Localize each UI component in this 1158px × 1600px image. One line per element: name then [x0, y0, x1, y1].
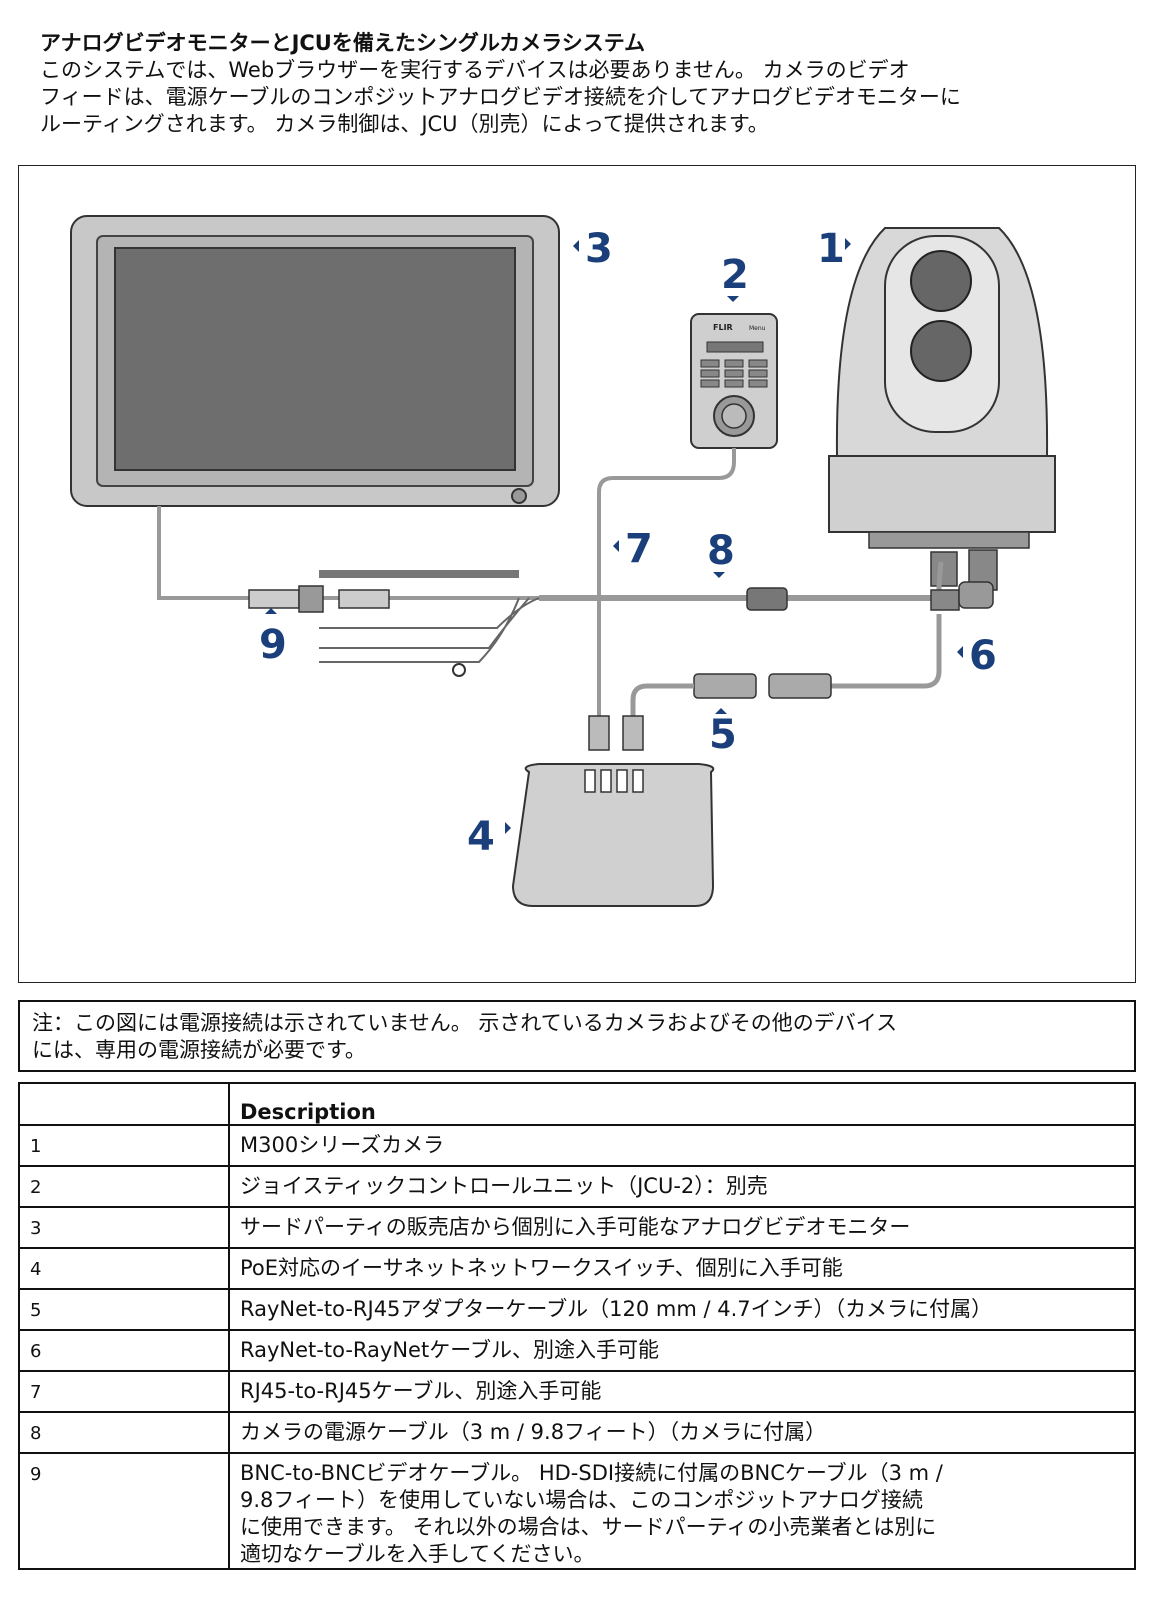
callout-3: 3: [585, 226, 613, 272]
page-title: アナログビデオモニターとJCUを備えたシングルカメラシステム: [40, 31, 646, 55]
raynet-to-rj45-adapter: [630, 673, 757, 716]
row-description-line: 適切なケーブルを入手してください。: [240, 1542, 595, 1566]
intro: アナログビデオモニターとJCUを備えたシングルカメラシステム このシステムでは、…: [40, 30, 1130, 138]
row-description: RayNet-to-RayNetケーブル、別途入手可能: [228, 1329, 1136, 1372]
callout-6: 6: [969, 633, 997, 679]
jcu-brand-label: FLIR: [713, 323, 733, 332]
note-line: 注：この図には電源接続は示されていません。 示されているカメラおよびその他のデバ…: [32, 1011, 898, 1035]
diagram-drawing: FLIR Menu: [70, 215, 1056, 907]
table-row: 3 サードパーティの販売店から個別に入手可能なアナログビデオモニター: [18, 1206, 1136, 1249]
table-row: 5 RayNet-to-RJ45アダプターケーブル（120 mm / 4.7イン…: [18, 1288, 1136, 1331]
camera-power-cable: [319, 561, 994, 677]
table-row: 2 ジョイスティックコントロールユニット（JCU-2）：別売: [18, 1165, 1136, 1208]
row-description: カメラの電源ケーブル（3 m / 9.8フィート）（カメラに付属）: [228, 1411, 1136, 1454]
callout-arrows: [265, 238, 963, 834]
raynet-cable: [768, 614, 942, 699]
callout-4: 4: [467, 814, 495, 860]
m300-camera: [828, 227, 1056, 591]
intro-line: フィードは、電源ケーブルのコンポジットアナログビデオ接続を介してアナログビデオモ…: [40, 85, 961, 109]
callout-7: 7: [625, 526, 653, 572]
table-row: 7 RJ45-to-RJ45ケーブル、別途入手可能: [18, 1370, 1136, 1413]
table-row: 1 M300シリーズカメラ: [18, 1124, 1136, 1167]
row-description: RJ45-to-RJ45ケーブル、別途入手可能: [228, 1370, 1136, 1413]
row-description-line: に使用できます。 それ以外の場合は、サードパーティの小売業者とは別に: [240, 1515, 937, 1539]
row-description: RayNet-to-RJ45アダプターケーブル（120 mm / 4.7インチ）…: [228, 1288, 1136, 1331]
table-row: 9 BNC-to-BNCビデオケーブル。 HD-SDI接続に付属のBNCケーブル…: [18, 1452, 1136, 1570]
row-number: 1: [18, 1124, 230, 1167]
analog-video-monitor: [70, 215, 560, 600]
row-number: 2: [18, 1165, 230, 1208]
system-diagram: FLIR Menu: [18, 165, 1136, 983]
callout-8: 8: [707, 528, 735, 574]
row-description-line: 9.8フィート）を使用していない場合は、このコンポジットアナログ接続: [240, 1488, 923, 1512]
callout-labels: 1 2 3 4 5 6 7 8 9: [259, 226, 997, 860]
row-number: 5: [18, 1288, 230, 1331]
row-description: PoE対応のイーサネットネットワークスイッチ、個別に入手可能: [228, 1247, 1136, 1290]
callout-9: 9: [259, 622, 287, 668]
table-row: 6 RayNet-to-RayNetケーブル、別途入手可能: [18, 1329, 1136, 1372]
note-line: には、専用の電源接続が必要です。: [32, 1038, 366, 1062]
poe-network-switch: [511, 715, 715, 907]
row-number: 7: [18, 1370, 230, 1413]
header-num: [18, 1082, 230, 1126]
row-number: 8: [18, 1411, 230, 1454]
row-description: M300シリーズカメラ: [228, 1124, 1136, 1167]
power-note: 注：この図には電源接続は示されていません。 示されているカメラおよびその他のデバ…: [18, 1000, 1136, 1072]
row-number: 6: [18, 1329, 230, 1372]
header-description: Description: [228, 1082, 1136, 1126]
callout-5: 5: [709, 712, 737, 758]
bnc-video-cable: [248, 585, 390, 613]
row-description: BNC-to-BNCビデオケーブル。 HD-SDI接続に付属のBNCケーブル（3…: [228, 1452, 1136, 1570]
row-number: 4: [18, 1247, 230, 1290]
intro-line: このシステムでは、Webブラウザーを実行するデバイスは必要ありません。 カメラの…: [40, 58, 910, 82]
callout-2: 2: [721, 252, 749, 298]
intro-line: ルーティングされます。 カメラ制御は、JCU（別売）によって提供されます。: [40, 112, 769, 136]
table-header-row: Description: [18, 1082, 1136, 1126]
table-row: 4 PoE対応のイーサネットネットワークスイッチ、個別に入手可能: [18, 1247, 1136, 1290]
row-number: 3: [18, 1206, 230, 1249]
joystick-control-unit: FLIR Menu: [597, 313, 778, 716]
jcu-menu-label: Menu: [749, 325, 766, 332]
row-number: 9: [18, 1452, 230, 1570]
row-description: ジョイスティックコントロールユニット（JCU-2）：別売: [228, 1165, 1136, 1208]
callout-1: 1: [817, 226, 845, 272]
row-description: サードパーティの販売店から個別に入手可能なアナログビデオモニター: [228, 1206, 1136, 1249]
row-description-line: BNC-to-BNCビデオケーブル。 HD-SDI接続に付属のBNCケーブル（3…: [240, 1461, 943, 1485]
description-table: Description 1 M300シリーズカメラ 2 ジョイスティックコントロ…: [18, 1082, 1136, 1570]
table-row: 8 カメラの電源ケーブル（3 m / 9.8フィート）（カメラに付属）: [18, 1411, 1136, 1454]
